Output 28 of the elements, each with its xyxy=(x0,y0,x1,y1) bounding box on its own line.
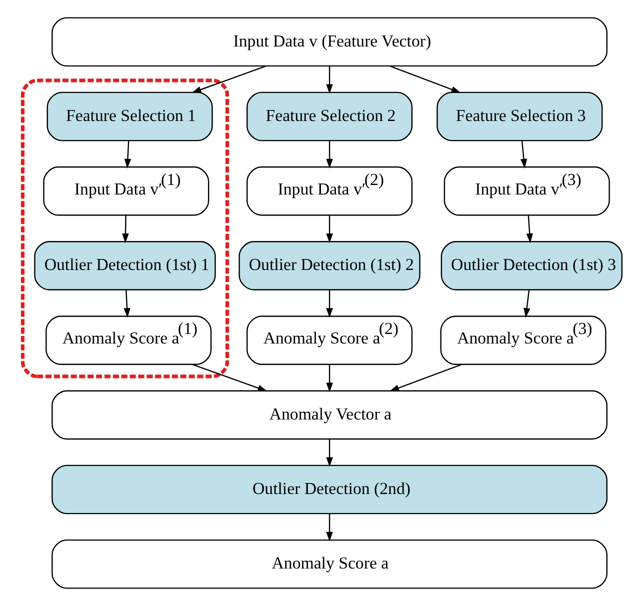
node-box: Input Data v (Feature Vector) xyxy=(52,17,608,67)
arrow xyxy=(124,140,132,169)
arrow xyxy=(124,290,130,318)
node-box: Feature Selection 3 xyxy=(436,92,603,142)
arrow xyxy=(326,514,333,542)
node-box: Feature Selection 1 xyxy=(46,92,213,142)
arrow xyxy=(326,140,333,169)
arrow xyxy=(520,140,528,168)
node-box: Outlier Detection (1st) 1 xyxy=(34,241,216,290)
arrow xyxy=(192,364,268,392)
arrow xyxy=(524,290,530,318)
node-box: Feature Selection 2 xyxy=(246,92,413,142)
node-box: Outlier Detection (2nd) xyxy=(52,464,608,514)
arrow xyxy=(192,66,266,93)
node-box: Anomaly Score a xyxy=(52,539,608,589)
arrow xyxy=(326,364,333,392)
arrow xyxy=(526,215,533,244)
arrow xyxy=(389,364,462,392)
arrow xyxy=(390,66,461,93)
arrow xyxy=(122,216,129,244)
node-box: Anomaly Vector a xyxy=(52,390,608,440)
node-box: Outlier Detection (1st) 3 xyxy=(440,241,623,290)
arrow xyxy=(326,216,333,244)
arrow xyxy=(326,66,333,94)
arrow xyxy=(326,439,333,467)
arrow xyxy=(326,290,333,318)
node-box: Outlier Detection (1st) 2 xyxy=(238,241,420,290)
cluster xyxy=(20,78,230,378)
